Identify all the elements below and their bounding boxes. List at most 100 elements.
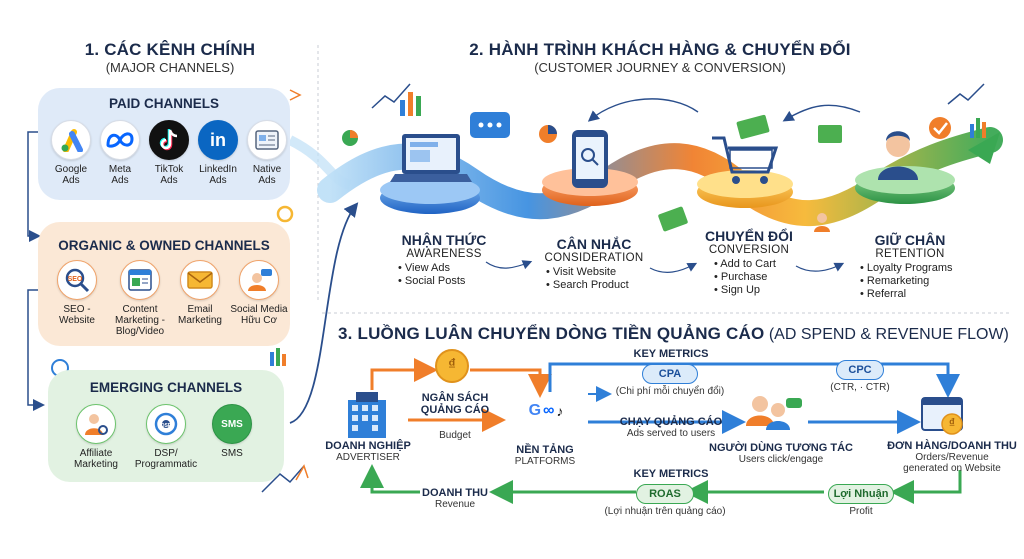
stage-subtitle: RETENTION <box>875 248 945 260</box>
cpa-pill: CPA <box>642 364 698 384</box>
channel-social-media[interactable]: Social Media Hữu Cơ <box>228 260 290 326</box>
stage-awareness: NHẬN THỨC AWARENESS • View Ads • Social … <box>384 232 504 288</box>
platforms-title: NỀN TẢNG <box>516 444 574 456</box>
channel-content-marketing[interactable]: Content Marketing - Blog/Video <box>108 260 172 337</box>
budget-coin-icon: ₫ <box>448 356 456 373</box>
stage-bullets: • Loyalty Programs • Remarketing • Refer… <box>850 262 970 301</box>
svg-text:DSP: DSP <box>161 423 172 429</box>
linkedin-icon: in <box>198 120 238 160</box>
channel-google-ads[interactable]: Google Ads <box>44 120 98 186</box>
advertiser-title: DOANH NGHIỆP <box>325 440 411 452</box>
revenue-title: DOANH THU <box>422 487 488 499</box>
bullet: • Add to Cart <box>714 258 776 270</box>
channel-tiktok-ads[interactable]: TikTok Ads <box>142 120 196 186</box>
section1-title: 1. CÁC KÊNH CHÍNH <box>84 40 256 59</box>
budget-title: NGÂN SÁCH QUẢNG CÁO <box>420 392 490 416</box>
channel-label: Native Ads <box>252 164 282 186</box>
seo-icon: SEO <box>57 260 97 300</box>
roas-subtitle: (Lợi nhuận trên quảng cáo) <box>604 506 726 517</box>
section2-header: 2. HÀNH TRÌNH KHÁCH HÀNG & CHUYỂN ĐỔI (C… <box>420 40 900 75</box>
metrics-bottom-title: KEY METRICS <box>633 468 709 480</box>
section1-header: 1. CÁC KÊNH CHÍNH (MAJOR CHANNELS) <box>40 40 300 75</box>
channel-label: LinkedIn Ads <box>199 164 237 186</box>
platforms-node: NỀN TẢNG PLATFORMS <box>500 444 590 467</box>
bullet: • Loyalty Programs <box>860 262 953 274</box>
stage-subtitle: CONSIDERATION <box>544 252 644 264</box>
stage-bullets: • View Ads • Social Posts <box>384 262 504 288</box>
orders-subtitle: Orders/Revenue generated on Website <box>903 452 1001 474</box>
metrics-top: KEY METRICS <box>596 348 746 360</box>
sms-icon: SMS <box>212 404 252 444</box>
emerging-channels-panel: EMERGING CHANNELS Affiliate Marketing DS… <box>48 370 284 482</box>
users-title: NGƯỜI DÙNG TƯƠNG TÁC <box>709 442 853 454</box>
channel-label: SEO - Website <box>59 304 95 326</box>
cpc-subtitle: (CTR, · CTR) <box>830 382 890 393</box>
bullet: • Sign Up <box>714 284 761 296</box>
svg-text:SEO: SEO <box>68 276 83 283</box>
metrics-top-title: KEY METRICS <box>633 348 709 360</box>
email-icon <box>180 260 220 300</box>
channel-label: Affiliate Marketing <box>74 448 118 470</box>
ads-served-subtitle: Ads served to users <box>626 428 716 439</box>
stage-title: CÂN NHẮC <box>556 236 632 252</box>
organic-channels-panel: ORGANIC & OWNED CHANNELS SEO SEO - Websi… <box>38 222 290 346</box>
stage-title: CHUYỂN ĐỔI <box>705 228 793 244</box>
bullet: • Social Posts <box>398 275 466 287</box>
stage-retention: GIỮ CHÂN RETENTION • Loyalty Programs • … <box>850 232 970 301</box>
bullet: • Purchase <box>714 271 768 283</box>
stage-consideration: CÂN NHẮC CONSIDERATION • Visit Website •… <box>534 236 654 292</box>
platform-logos: G ∞ ♪ <box>514 400 578 422</box>
channel-label: SMS <box>221 448 243 459</box>
profit-pill: Lợi Nhuận <box>828 484 894 504</box>
orders-coin-icon: ₫ <box>948 416 956 430</box>
section1-subtitle: (MAJOR CHANNELS) <box>105 60 235 75</box>
channel-linkedin-ads[interactable]: in LinkedIn Ads <box>191 120 245 186</box>
emerging-channels-title: EMERGING CHANNELS <box>89 380 243 395</box>
dsp-icon: DSP <box>146 404 186 444</box>
channel-label: TikTok Ads <box>154 164 184 186</box>
cpc-pill: CPC <box>836 360 884 380</box>
users-subtitle: Users click/engage <box>738 454 824 465</box>
paid-channels-panel: PAID CHANNELS Google Ads Meta Ads TikTok… <box>38 88 290 200</box>
orders-title: ĐƠN HÀNG/DOANH THU <box>887 440 1017 452</box>
platforms-subtitle: PLATFORMS <box>514 456 576 467</box>
affiliate-icon <box>76 404 116 444</box>
ads-served-node: CHẠY QUẢNG CÁO Ads served to users <box>606 416 736 439</box>
meta-icon: ∞ <box>543 402 555 419</box>
channel-native-ads[interactable]: Native Ads <box>240 120 294 186</box>
users-node: NGƯỜI DÙNG TƯƠNG TÁC Users click/engage <box>706 442 856 465</box>
roas-pill: ROAS <box>636 484 694 504</box>
bullet: • Visit Website <box>546 266 617 278</box>
profit-subtitle: Profit <box>849 506 873 517</box>
google-ads-icon <box>51 120 91 160</box>
section3-header: 3. LUỒNG LUÂN CHUYỂN DÒNG TIỀN QUẢNG CÁO… <box>338 324 1018 344</box>
bullet: • Referral <box>860 288 907 300</box>
section3-title-rest: (AD SPEND & REVENUE FLOW) <box>764 326 1009 343</box>
advertiser-node: DOANH NGHIỆP ADVERTISER <box>318 440 418 463</box>
channel-email-marketing[interactable]: Email Marketing <box>172 260 228 326</box>
channel-label: Email Marketing <box>178 304 222 326</box>
section2-subtitle: (CUSTOMER JOURNEY & CONVERSION) <box>534 60 786 75</box>
channel-seo-website[interactable]: SEO SEO - Website <box>48 260 106 326</box>
ads-served-title: CHẠY QUẢNG CÁO <box>619 416 723 428</box>
tiktok-icon: ♪ <box>556 403 564 419</box>
organic-channels-title: ORGANIC & OWNED CHANNELS <box>58 238 270 253</box>
revenue-subtitle: Revenue <box>434 499 476 510</box>
channel-dsp-programmatic[interactable]: DSP DSP/ Programmatic <box>132 404 200 470</box>
budget-node: NGÂN SÁCH QUẢNG CÁO Budget <box>400 392 510 441</box>
budget-subtitle: Budget <box>439 430 471 441</box>
meta-icon <box>100 120 140 160</box>
channel-meta-ads[interactable]: Meta Ads <box>93 120 147 186</box>
stage-bullets: • Add to Cart • Purchase • Sign Up <box>694 258 804 297</box>
channel-label: DSP/ Programmatic <box>134 448 198 470</box>
channel-affiliate-marketing[interactable]: Affiliate Marketing <box>66 404 126 470</box>
channel-label: Google Ads <box>54 164 88 186</box>
tiktok-icon <box>149 120 189 160</box>
stage-title: NHẬN THỨC <box>401 232 487 248</box>
bullet: • Search Product <box>546 279 629 291</box>
channel-label: Content Marketing - Blog/Video <box>114 304 165 337</box>
social-icon <box>239 260 279 300</box>
section3-title: 3. LUỒNG LUÂN CHUYỂN DÒNG TIỀN QUẢNG CÁO <box>338 324 765 343</box>
channel-sms[interactable]: SMS SMS <box>206 404 258 459</box>
